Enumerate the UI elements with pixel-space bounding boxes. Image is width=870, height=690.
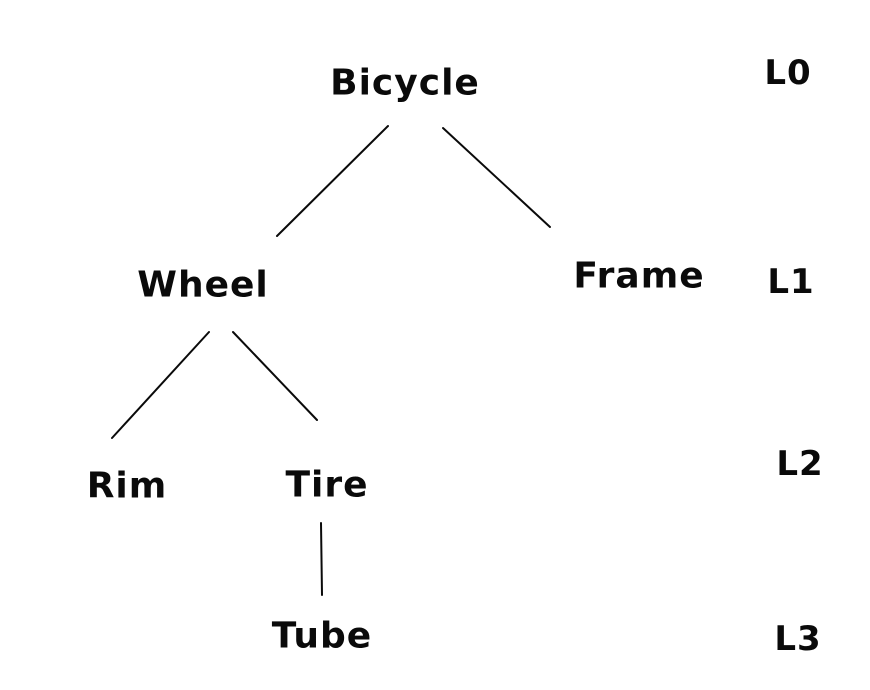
level-label-l2: L2 bbox=[776, 444, 824, 484]
node-tire: Tire bbox=[285, 464, 369, 506]
edge-wheel-rim bbox=[111, 331, 210, 439]
level-label-l1: L1 bbox=[767, 262, 815, 302]
node-frame: Frame bbox=[573, 255, 705, 297]
edge-tire-tube bbox=[320, 522, 323, 596]
edge-wheel-tire bbox=[232, 331, 318, 421]
edge-bicycle-wheel bbox=[276, 125, 389, 237]
node-tube: Tube bbox=[271, 615, 373, 657]
level-label-l3: L3 bbox=[774, 619, 822, 659]
node-bicycle: Bicycle bbox=[330, 62, 480, 104]
level-label-l0: L0 bbox=[764, 53, 812, 93]
node-wheel: Wheel bbox=[137, 264, 269, 306]
node-rim: Rim bbox=[86, 465, 168, 507]
edge-bicycle-frame bbox=[442, 127, 551, 228]
